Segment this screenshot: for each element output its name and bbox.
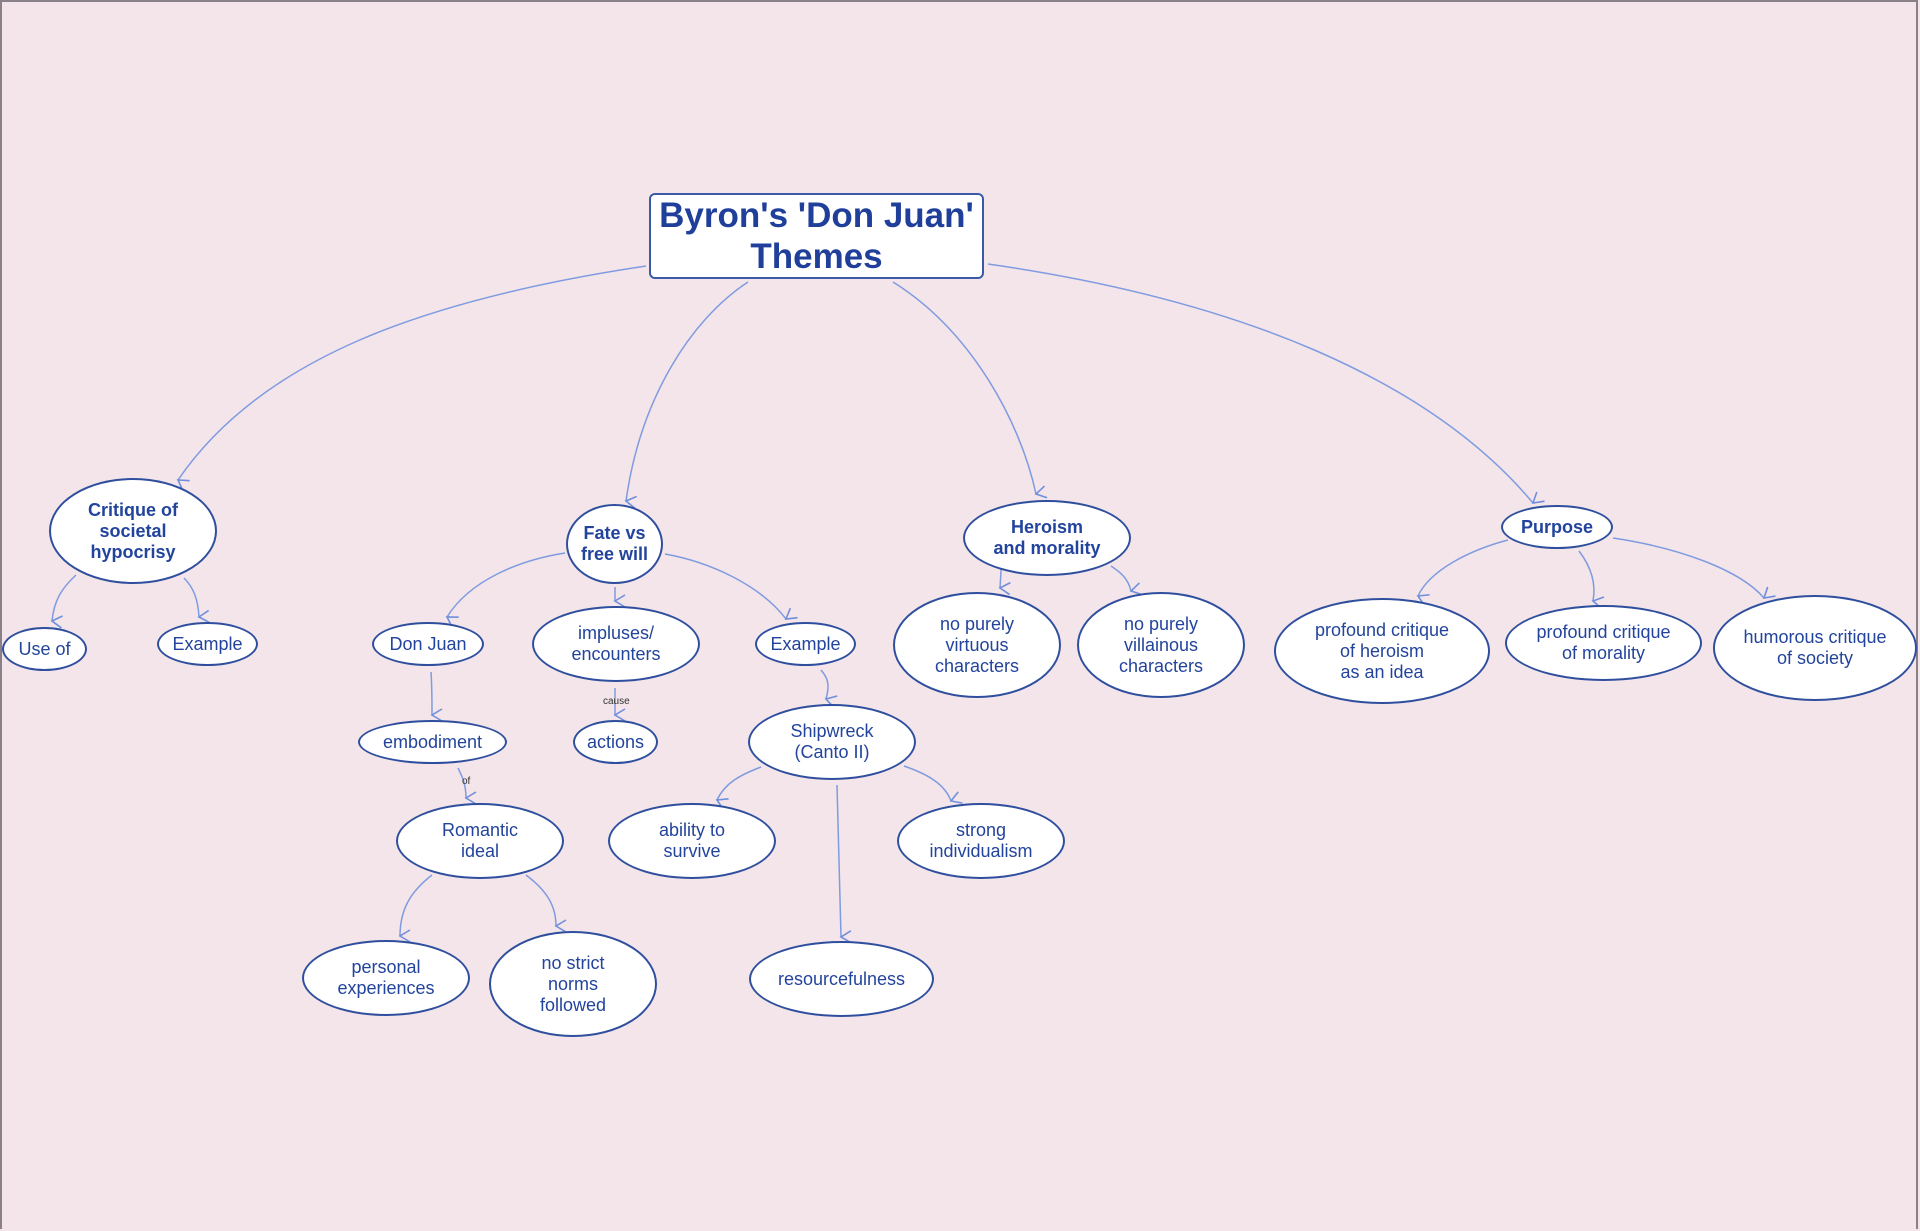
theme-fate[interactable]: Fate vs free will	[566, 504, 663, 584]
no-purely-virtuous[interactable]: no purely virtuous characters	[893, 592, 1061, 698]
actions[interactable]: actions	[573, 720, 658, 764]
embodiment[interactable]: embodiment	[358, 720, 507, 764]
no-strict-norms[interactable]: no strict norms followed	[489, 931, 657, 1037]
romantic-ideal[interactable]: Romantic ideal	[396, 803, 564, 879]
ability-to-survive[interactable]: ability to survive	[608, 803, 776, 879]
resourcefulness[interactable]: resourcefulness	[749, 941, 934, 1017]
shipwreck-canto-ii[interactable]: Shipwreck (Canto II)	[748, 704, 916, 780]
critique-of-morality[interactable]: profound critique of morality	[1505, 605, 1702, 681]
humorous-critique-of-society[interactable]: humorous critique of society	[1713, 595, 1917, 701]
impulses-encounters[interactable]: impluses/ encounters	[532, 606, 700, 682]
edge-label-of: of	[462, 776, 471, 787]
fate-example[interactable]: Example	[755, 622, 856, 666]
strong-individualism[interactable]: strong individualism	[897, 803, 1065, 879]
edge-label-cause: cause	[603, 696, 630, 707]
critique-example[interactable]: Example	[157, 622, 258, 666]
theme-purpose[interactable]: Purpose	[1501, 505, 1613, 549]
no-purely-villainous[interactable]: no purely villainous characters	[1077, 592, 1245, 698]
theme-critique[interactable]: Critique of societal hypocrisy	[49, 478, 217, 584]
don-juan[interactable]: Don Juan	[372, 622, 484, 666]
theme-heroism[interactable]: Heroism and morality	[963, 500, 1131, 576]
critique-use-of[interactable]: Use of	[2, 627, 87, 671]
critique-of-heroism[interactable]: profound critique of heroism as an idea	[1274, 598, 1490, 704]
personal-experiences[interactable]: personal experiences	[302, 940, 470, 1016]
root-topic[interactable]: Byron's 'Don Juan' Themes	[649, 193, 984, 279]
